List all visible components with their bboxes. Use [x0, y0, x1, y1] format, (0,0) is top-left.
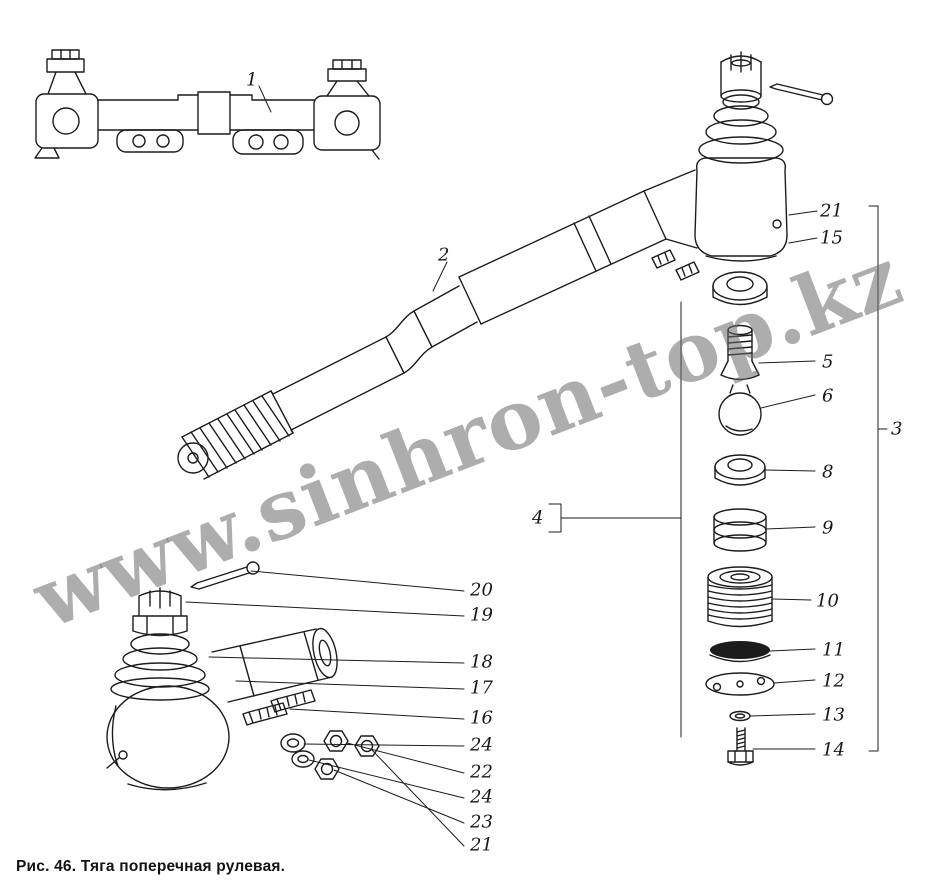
boot-bellows	[698, 94, 784, 164]
part-cover-plate	[705, 672, 775, 696]
rod-drawing	[177, 51, 834, 480]
castle-nut-lower	[132, 587, 188, 637]
callout-24-lower: 24	[470, 786, 493, 808]
leader-lines	[185, 85, 888, 847]
castle-nut-right	[327, 59, 367, 82]
socket-tube	[211, 627, 338, 703]
callout-2: 2	[438, 244, 450, 266]
part-seat-ring	[714, 454, 766, 486]
castle-nut-top	[720, 51, 762, 103]
callout-5: 5	[822, 351, 834, 373]
callout-4: 4	[532, 507, 544, 529]
callout-9: 9	[822, 517, 834, 539]
part-spacer-ring	[712, 271, 768, 306]
callout-22: 22	[470, 761, 493, 783]
callout-10: 10	[816, 590, 839, 612]
callout-6: 6	[822, 385, 834, 407]
rod-tube	[458, 169, 698, 325]
bracket-4	[548, 301, 682, 738]
callout-13: 13	[822, 704, 845, 726]
part-stud	[720, 324, 760, 381]
rod-threaded-end	[177, 390, 294, 480]
callout-20: 20	[470, 579, 493, 601]
callout-16: 16	[470, 707, 493, 729]
callout-12: 12	[822, 670, 845, 692]
callout-21-top: 21	[820, 200, 843, 222]
callout-3: 3	[891, 418, 903, 440]
part-rubber-washer	[709, 641, 771, 663]
stud-bolts	[242, 689, 316, 726]
part-adjusting-plug	[707, 566, 773, 628]
callout-23: 23	[470, 811, 493, 833]
part-washer-small	[729, 710, 751, 722]
callout-11: 11	[822, 639, 845, 661]
tie-rod-assembly-drawing	[34, 49, 381, 160]
callout-18: 18	[470, 651, 493, 673]
exploded-column	[705, 271, 775, 766]
callout-17: 17	[470, 677, 493, 699]
lower-end-assembly	[106, 561, 380, 791]
callout-1: 1	[246, 69, 258, 91]
castle-nut-left	[46, 49, 85, 73]
figure-caption: Рис. 46. Тяга поперечная рулевая.	[16, 858, 286, 875]
callout-15: 15	[820, 227, 843, 249]
part-ball-pin	[718, 384, 762, 436]
bracket-3	[868, 205, 888, 752]
callout-19: 19	[470, 604, 493, 626]
cotter-pin-lower	[190, 561, 260, 590]
cotter-pin-top	[769, 83, 834, 106]
clamp-bolts	[651, 249, 700, 281]
callout-24-upper: 24	[470, 734, 493, 756]
spring-washers	[280, 733, 315, 768]
callout-8: 8	[822, 461, 834, 483]
ball-joint-housing	[694, 157, 788, 262]
part-spring	[713, 508, 767, 552]
callout-21-bottom: 21	[470, 834, 493, 856]
part-bolt	[727, 727, 754, 766]
ball-joint-right	[313, 95, 381, 160]
callout-14: 14	[822, 739, 845, 761]
ball-joint-left	[34, 93, 99, 159]
tie-rod-bar	[97, 91, 315, 155]
housing-lower	[106, 685, 230, 791]
hex-nuts	[314, 730, 380, 780]
